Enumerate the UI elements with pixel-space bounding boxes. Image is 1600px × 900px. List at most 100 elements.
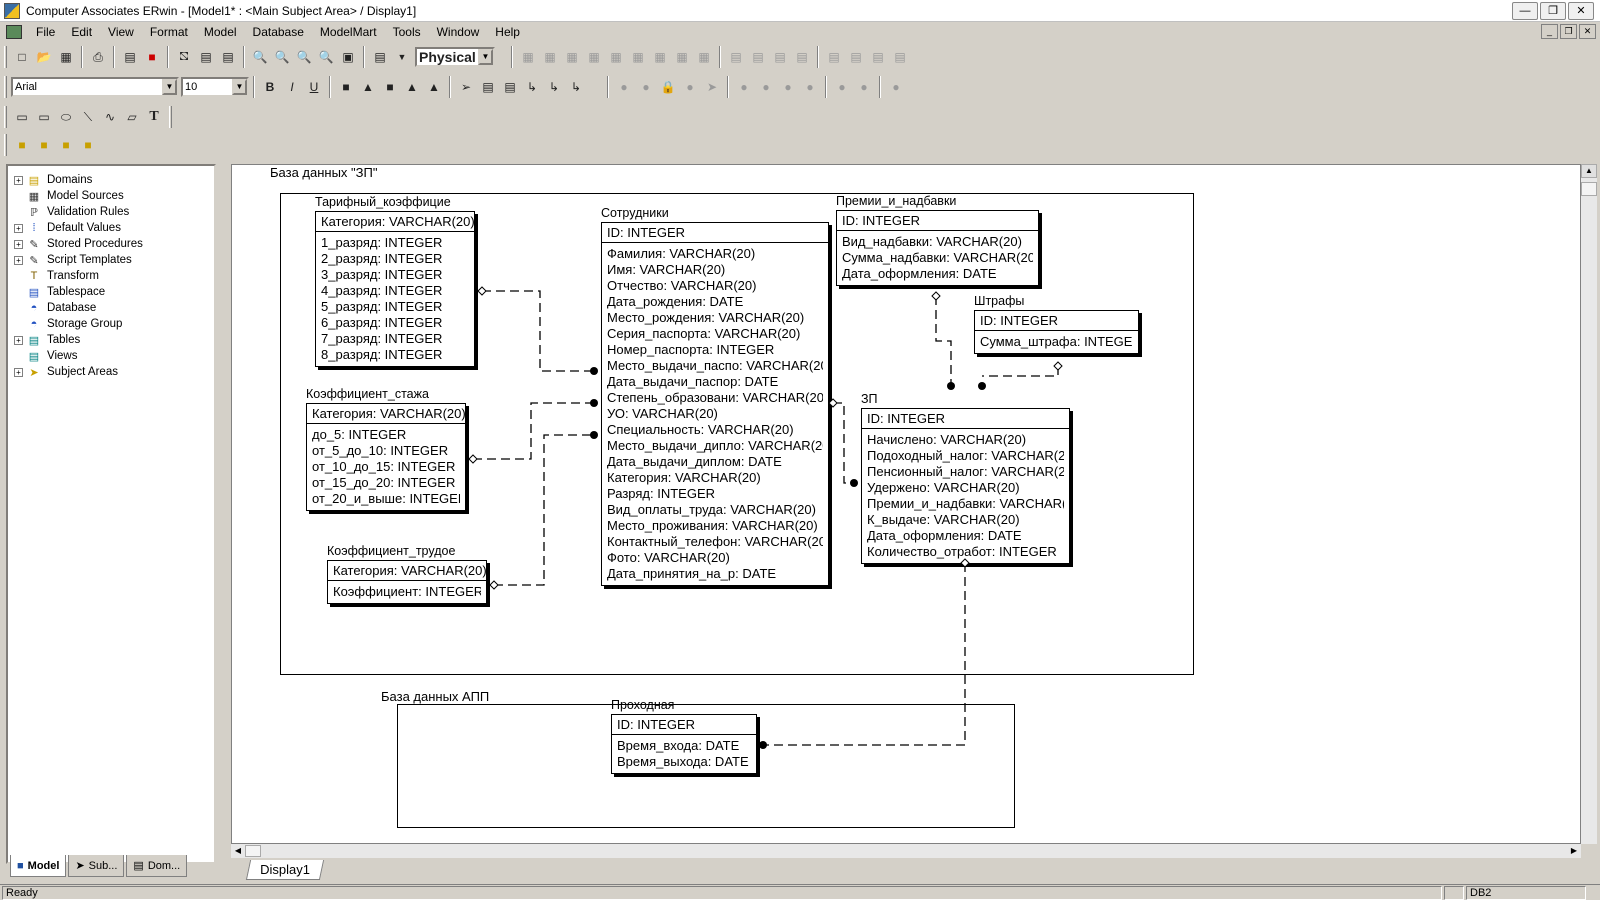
menu-format[interactable]: Format (149, 25, 188, 39)
entity-primary-key[interactable]: Категория: VARCHAR(20) (328, 561, 486, 581)
mdi-restore-button[interactable]: ❐ (1560, 24, 1577, 39)
expand-icon[interactable]: + (14, 335, 23, 345)
entity-attribute[interactable]: Премии_и_надбавки: VARCHAR(20) (867, 496, 1064, 511)
close-button[interactable]: ✕ (1568, 2, 1594, 20)
horizontal-scroll-thumb[interactable] (245, 845, 261, 857)
entity-attribute[interactable]: УО: VARCHAR(20) (607, 406, 718, 421)
relationship-line[interactable] (494, 434, 594, 586)
identifying-rel-icon[interactable]: ↳ (526, 80, 538, 94)
font-size-select[interactable]: 10 ▼ (181, 77, 249, 97)
maximize-button[interactable]: ❐ (1540, 2, 1566, 20)
entity-attribute[interactable]: 8_разряд: INTEGER (321, 347, 443, 362)
comment-icon[interactable]: ▤ (222, 50, 234, 64)
tree-item-domains[interactable]: +▤Domains (8, 172, 92, 188)
tree-item-tables[interactable]: +▤Tables (8, 332, 80, 348)
entity-attribute[interactable]: Дата_рождения: DATE (607, 294, 744, 309)
mdi-minimize-button[interactable]: _ (1541, 24, 1558, 39)
entity-attribute[interactable]: Фото: VARCHAR(20) (607, 550, 730, 565)
entity-attribute[interactable]: Дата_выдачи_паспор: DATE (607, 374, 779, 389)
tree-item-database[interactable]: ◓Database (8, 300, 97, 316)
entity-attribute[interactable]: Контактный_телефон: VARCHAR(20) (607, 534, 823, 549)
entity-attribute[interactable]: Сумма_надбавки: VARCHAR(20) (842, 250, 1033, 265)
tree-item-model-sources[interactable]: ▦Model Sources (8, 188, 124, 204)
entity-attribute[interactable]: 5_разряд: INTEGER (321, 299, 443, 314)
print-icon[interactable]: ⎙ (93, 49, 103, 64)
subtype-tool-icon[interactable]: ▤ (504, 80, 516, 94)
tree-item-default-values[interactable]: +⁞Default Values (8, 220, 121, 236)
display-level-icon[interactable]: ▤ (200, 50, 212, 64)
text-color-icon[interactable]: ■ (342, 80, 350, 94)
entity-attribute[interactable]: Степень_образовани: VARCHAR(20) (607, 390, 823, 405)
entity-attribute[interactable]: Пенсионный_налог: VARCHAR(20) (867, 464, 1064, 479)
rounded-rect-icon[interactable]: ▭ (38, 110, 50, 124)
font-name-select[interactable]: Arial ▼ (11, 77, 179, 97)
mm-tool-1-icon[interactable]: ■ (18, 138, 26, 152)
tree-item-views[interactable]: ▤Views (8, 348, 78, 364)
tab-display1[interactable]: Display1 (245, 860, 325, 880)
menu-edit[interactable]: Edit (71, 25, 93, 39)
pointer-tool-icon[interactable]: ➢ (460, 80, 472, 94)
relationship-line[interactable] (833, 402, 854, 484)
mm-tool-3-icon[interactable]: ■ (62, 138, 70, 152)
tree-item-storage-group[interactable]: ◓Storage Group (8, 316, 123, 332)
tab-domains[interactable]: ▤Dom... (126, 855, 188, 877)
entity-box-5[interactable]: ID: INTEGER Сумма_штрафа: INTEGER (974, 310, 1139, 354)
relationship-line[interactable] (982, 366, 1059, 377)
entity-attribute[interactable]: Специальность: VARCHAR(20) (607, 422, 794, 437)
model-explorer-icon[interactable]: ▤ (374, 50, 386, 64)
polygon-icon[interactable]: ▱ (127, 110, 137, 124)
vertical-scrollbar[interactable]: ▲ (1581, 164, 1597, 844)
entity-attribute[interactable]: 1_разряд: INTEGER (321, 235, 443, 250)
line-icon[interactable]: ⟍ (83, 109, 93, 124)
entity-box-2[interactable]: Категория: VARCHAR(20) Коэффициент: INTEG… (327, 560, 487, 604)
entity-attribute[interactable]: 2_разряд: INTEGER (321, 251, 443, 266)
entity-attribute[interactable]: Начислено: VARCHAR(20) (867, 432, 1027, 447)
entity-attribute[interactable]: Удержено: VARCHAR(20) (867, 480, 1020, 495)
zoom-in-icon[interactable]: 🔍 (274, 50, 290, 64)
polyline-icon[interactable]: ∿ (104, 110, 116, 124)
menu-model[interactable]: Model (203, 25, 237, 39)
fill-dropdown-icon[interactable]: ▲ (406, 80, 418, 94)
entity-attribute[interactable]: от_20_и_выше: INTEGER (312, 491, 460, 506)
subject-area-box-zp[interactable] (280, 193, 1194, 675)
tab-subject-areas[interactable]: ➤Sub... (68, 855, 125, 877)
horizontal-scrollbar[interactable]: ◀ ▶ (231, 844, 1581, 858)
entity-attribute[interactable]: Место_выдачи_паспо: VARCHAR(20) (607, 358, 823, 373)
entity-attribute[interactable]: Фамилия: VARCHAR(20) (607, 246, 756, 261)
diagram-canvas[interactable]: База данных "ЗП" База данных АПП Категор… (231, 164, 1581, 844)
zoom-page-icon[interactable]: ▣ (342, 50, 354, 64)
entity-attribute[interactable]: до_5: INTEGER (312, 427, 407, 442)
entity-attribute[interactable]: Время_входа: DATE (617, 738, 740, 753)
entity-primary-key[interactable]: ID: INTEGER (975, 311, 1138, 331)
minimize-button[interactable]: — (1512, 2, 1538, 20)
expand-icon[interactable]: + (14, 223, 23, 233)
entity-attribute[interactable]: Номер_паспорта: INTEGER (607, 342, 775, 357)
entity-attribute[interactable]: Коэффициент: INTEGER (333, 584, 481, 599)
nonidentifying-rel-icon[interactable]: ↳ (570, 80, 582, 94)
mm-tool-4-icon[interactable]: ■ (84, 138, 92, 152)
entity-attribute[interactable]: Дата_оформления: DATE (842, 266, 997, 281)
menu-window[interactable]: Window (436, 25, 480, 39)
underline-button[interactable]: U (309, 80, 319, 94)
tree-item-script-templates[interactable]: +✎Script Templates (8, 252, 132, 268)
entity-attribute[interactable]: Сумма_штрафа: INTEGER (980, 334, 1133, 349)
open-icon[interactable]: 📂 (36, 50, 52, 64)
new-icon[interactable]: □ (18, 50, 26, 64)
entity-attribute[interactable]: Вид_оплаты_труда: VARCHAR(20) (607, 502, 816, 517)
expand-icon[interactable]: + (14, 255, 23, 265)
bold-button[interactable]: B (265, 80, 275, 94)
expand-icon[interactable]: + (14, 367, 23, 377)
relationship-line[interactable] (763, 563, 966, 746)
italic-button[interactable]: I (290, 80, 294, 94)
entity-attribute[interactable]: Вид_надбавки: VARCHAR(20) (842, 234, 1022, 249)
many-to-many-rel-icon[interactable]: ↳ (548, 80, 560, 94)
entity-attribute[interactable]: Место_проживания: VARCHAR(20) (607, 518, 818, 533)
expand-icon[interactable]: + (14, 239, 23, 249)
menu-view[interactable]: View (108, 25, 134, 39)
